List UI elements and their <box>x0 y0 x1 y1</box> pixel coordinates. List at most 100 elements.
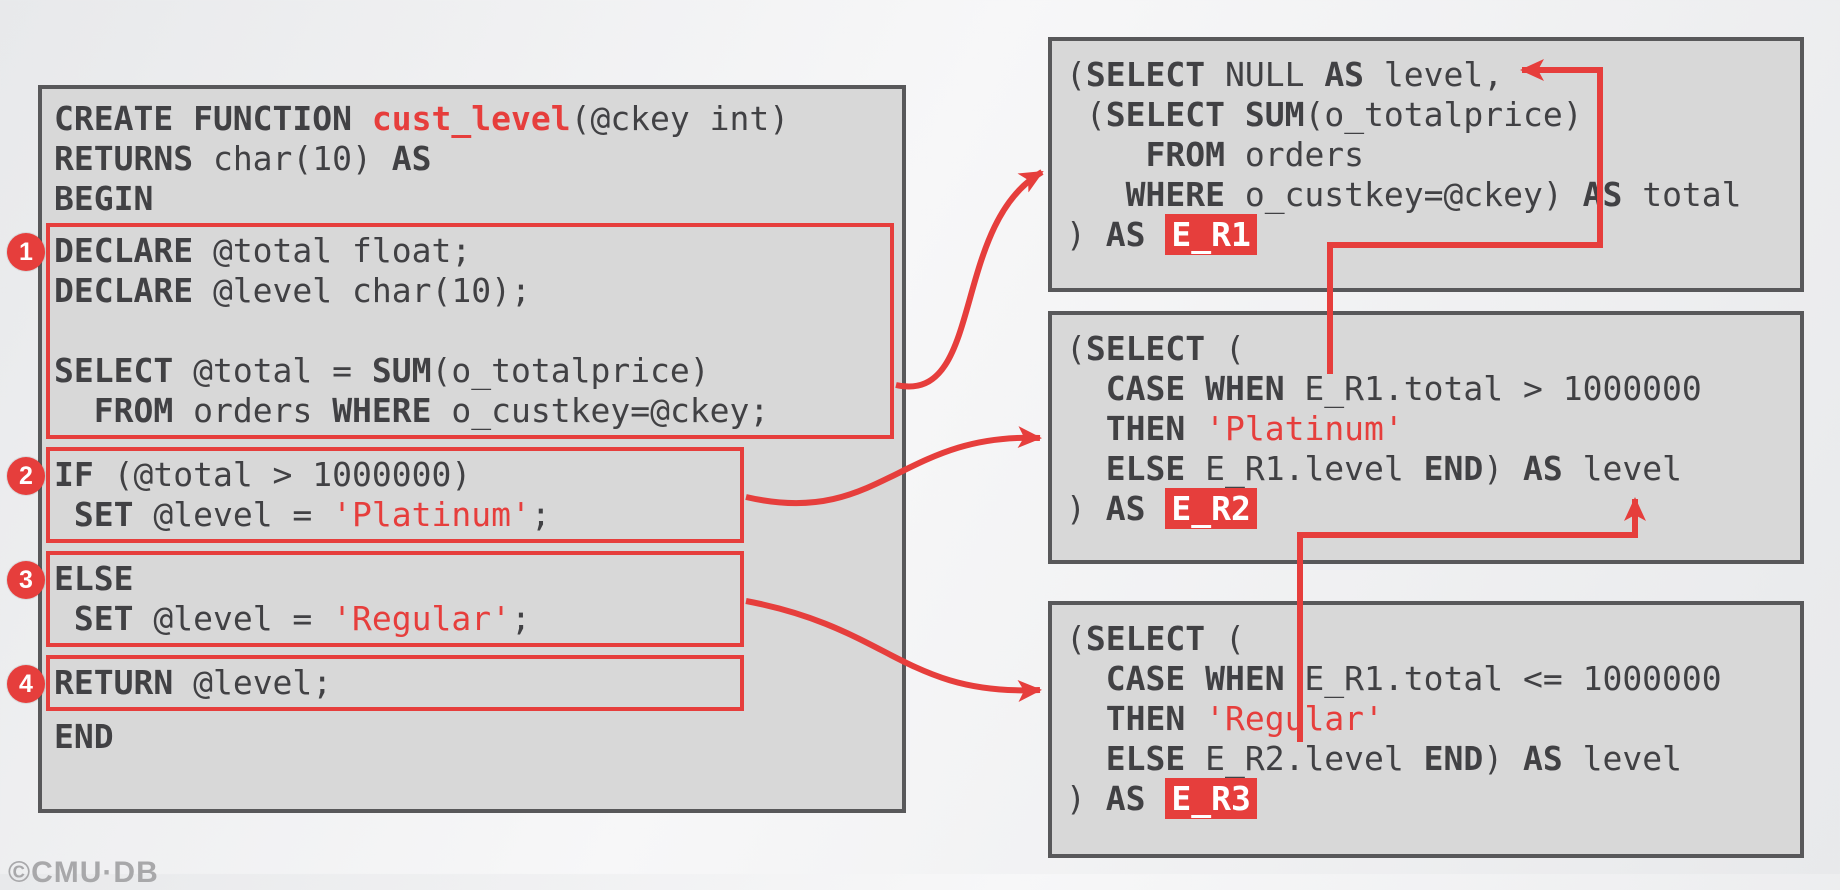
code-segment: WHERE <box>1125 175 1225 214</box>
code-segment: (@ckey int) <box>570 99 790 138</box>
code-line: ELSE E_R1.level END) AS level <box>1066 449 1786 489</box>
code-segment: 'Platinum' <box>1205 409 1404 448</box>
block-2-code: IF (@total > 1000000) SET @level = 'Plat… <box>54 455 740 535</box>
code-segment: E_R1.total <= 1000000 <box>1284 659 1722 698</box>
code-line: (SELECT SUM(o_totalprice) <box>1066 95 1786 135</box>
code-line: ELSE <box>54 559 740 599</box>
code-segment: AS <box>391 139 432 178</box>
code-segment: DECLARE <box>54 271 194 310</box>
expression-label: E_R1 <box>1165 214 1257 255</box>
code-segment: ( <box>1066 55 1086 94</box>
code-segment: total <box>1622 175 1742 214</box>
expression-box-er2: (SELECT ( CASE WHEN E_R1.total > 1000000… <box>1048 311 1804 564</box>
code-segment: CASE WHEN <box>1105 369 1285 408</box>
code-segment: @level = <box>133 599 333 638</box>
code-segment <box>1066 409 1106 448</box>
code-segment: (o_totalprice) <box>431 351 710 390</box>
code-segment: SELECT <box>1085 55 1206 94</box>
code-segment: IF <box>54 455 94 494</box>
code-segment: ( <box>1066 619 1086 658</box>
code-segment <box>1225 95 1245 134</box>
block-3-code: ELSE SET @level = 'Regular'; <box>54 559 740 639</box>
code-segment: AS <box>1324 55 1365 94</box>
code-line: CREATE FUNCTION cust_level(@ckey int) <box>54 99 890 139</box>
code-segment: SELECT <box>1085 329 1206 368</box>
code-segment: AS <box>1105 215 1146 254</box>
code-line: (SELECT ( <box>1066 619 1786 659</box>
code-segment: RETURNS <box>54 139 194 178</box>
code-segment: @total float; <box>193 231 472 270</box>
code-line: ) AS E_R3 <box>1066 778 1786 819</box>
code-segment: level <box>1562 739 1682 778</box>
code-segment: THEN <box>1105 409 1186 448</box>
code-line: FROM orders <box>1066 135 1786 175</box>
code-segment: CASE WHEN <box>1105 659 1285 698</box>
code-segment: SUM <box>1244 95 1305 134</box>
code-segment: ; <box>530 495 551 534</box>
code-segment <box>1066 135 1145 174</box>
code-segment: THEN <box>1105 699 1186 738</box>
code-segment: FROM <box>1145 135 1225 174</box>
code-segment: E_R1.level <box>1185 449 1424 488</box>
code-segment <box>1066 369 1106 408</box>
code-segment: (@total > 1000000) <box>93 455 472 494</box>
code-segment <box>1185 699 1205 738</box>
expression-box-er3: (SELECT ( CASE WHEN E_R1.total <= 100000… <box>1048 601 1804 858</box>
code-line: ) AS E_R1 <box>1066 214 1786 255</box>
code-segment: ( <box>1205 329 1245 368</box>
code-segment: SET <box>73 495 134 534</box>
code-line: (SELECT NULL AS level, <box>1066 55 1786 95</box>
code-line: DECLARE @level char(10); <box>54 271 890 311</box>
code-segment <box>1066 739 1106 778</box>
code-segment <box>54 599 74 638</box>
code-line: BEGIN <box>54 179 890 219</box>
code-segment: SELECT <box>54 351 174 390</box>
code-segment: WHERE <box>332 391 432 430</box>
code-line: SET @level = 'Platinum'; <box>54 495 740 535</box>
code-segment: level, <box>1364 55 1504 94</box>
code-segment: (o_totalprice) <box>1304 95 1583 134</box>
code-segment: ( <box>1066 95 1106 134</box>
code-segment: o_custkey=@ckey) <box>1224 175 1583 214</box>
expression-label: E_R3 <box>1165 778 1257 819</box>
code-segment: AS <box>1105 489 1146 528</box>
expression-box-er1: (SELECT NULL AS level, (SELECT SUM(o_tot… <box>1048 37 1804 292</box>
code-segment <box>1146 779 1166 818</box>
annotated-block-else: 3 ELSE SET @level = 'Regular'; <box>7 551 744 647</box>
code-segment <box>1185 409 1205 448</box>
step-3-badge: 3 <box>7 561 45 599</box>
code-segment: RETURN <box>54 663 174 702</box>
code-segment: ELSE <box>54 559 134 598</box>
step-1-badge: 1 <box>7 233 45 271</box>
code-segment: END <box>1423 739 1484 778</box>
code-segment: AS <box>1523 739 1563 778</box>
code-segment: ELSE <box>1105 449 1186 488</box>
code-segment <box>54 391 94 430</box>
code-segment: SELECT <box>1105 95 1225 134</box>
code-segment <box>1066 659 1106 698</box>
code-segment: @level char(10); <box>193 271 531 310</box>
code-segment: char(10) <box>193 139 392 178</box>
code-segment: NULL <box>1205 55 1325 94</box>
block-1-code: DECLARE @total float;DECLARE @level char… <box>54 231 890 431</box>
code-segment: DECLARE <box>54 231 194 270</box>
code-line: END <box>54 717 890 757</box>
code-segment: orders <box>173 391 333 430</box>
code-segment: SELECT <box>1085 619 1206 658</box>
code-segment: @level = <box>133 495 333 534</box>
code-segment: ) <box>1066 779 1106 818</box>
code-segment: CREATE FUNCTION <box>54 99 372 138</box>
code-line: CASE WHEN E_R1.total <= 1000000 <box>1066 659 1786 699</box>
code-segment: ) <box>1483 449 1524 488</box>
code-segment: ) <box>1066 489 1106 528</box>
code-segment: E_R1.total > 1000000 <box>1284 369 1702 408</box>
code-segment: ) <box>1066 215 1106 254</box>
er1-code: (SELECT NULL AS level, (SELECT SUM(o_tot… <box>1066 55 1786 255</box>
step-2-badge: 2 <box>7 457 45 495</box>
code-segment: FROM <box>93 391 174 430</box>
code-segment: E_R2.level <box>1185 739 1424 778</box>
code-segment <box>54 495 74 534</box>
code-line: THEN 'Platinum' <box>1066 409 1786 449</box>
code-segment: cust_level <box>371 99 571 138</box>
